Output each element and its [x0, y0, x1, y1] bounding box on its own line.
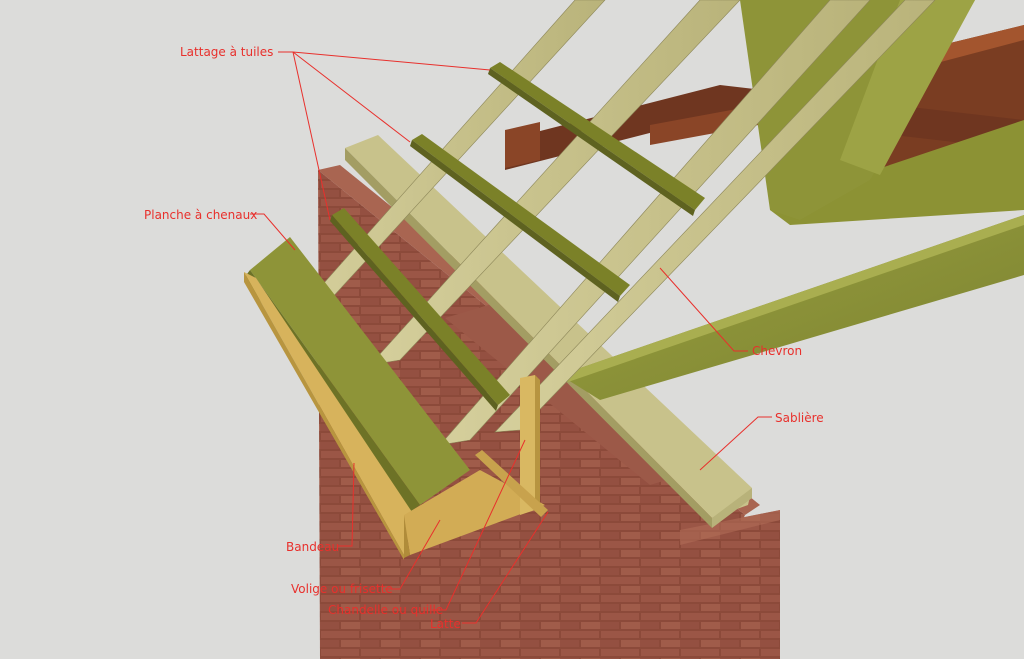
- leader-lines: [250, 51, 772, 624]
- label-planche: Planche à chenaux: [144, 208, 258, 222]
- bandeau-board: [244, 272, 414, 560]
- tile-battens: [330, 62, 705, 411]
- label-volige: Volige ou frisette: [291, 582, 393, 596]
- rafters: [299, 0, 936, 446]
- label-latte: Latte: [430, 617, 461, 631]
- volige-soffit: [404, 470, 545, 558]
- label-lattage: Lattage à tuiles: [180, 45, 274, 59]
- label-chandelle: Chandelle ou quille: [328, 603, 444, 617]
- chandelle-post: [520, 375, 540, 515]
- label-chevron: Chevron: [752, 344, 803, 358]
- latte-batten: [475, 450, 548, 517]
- label-bandeau: Bandeau: [286, 540, 340, 554]
- label-sabliere: Sablière: [775, 411, 824, 425]
